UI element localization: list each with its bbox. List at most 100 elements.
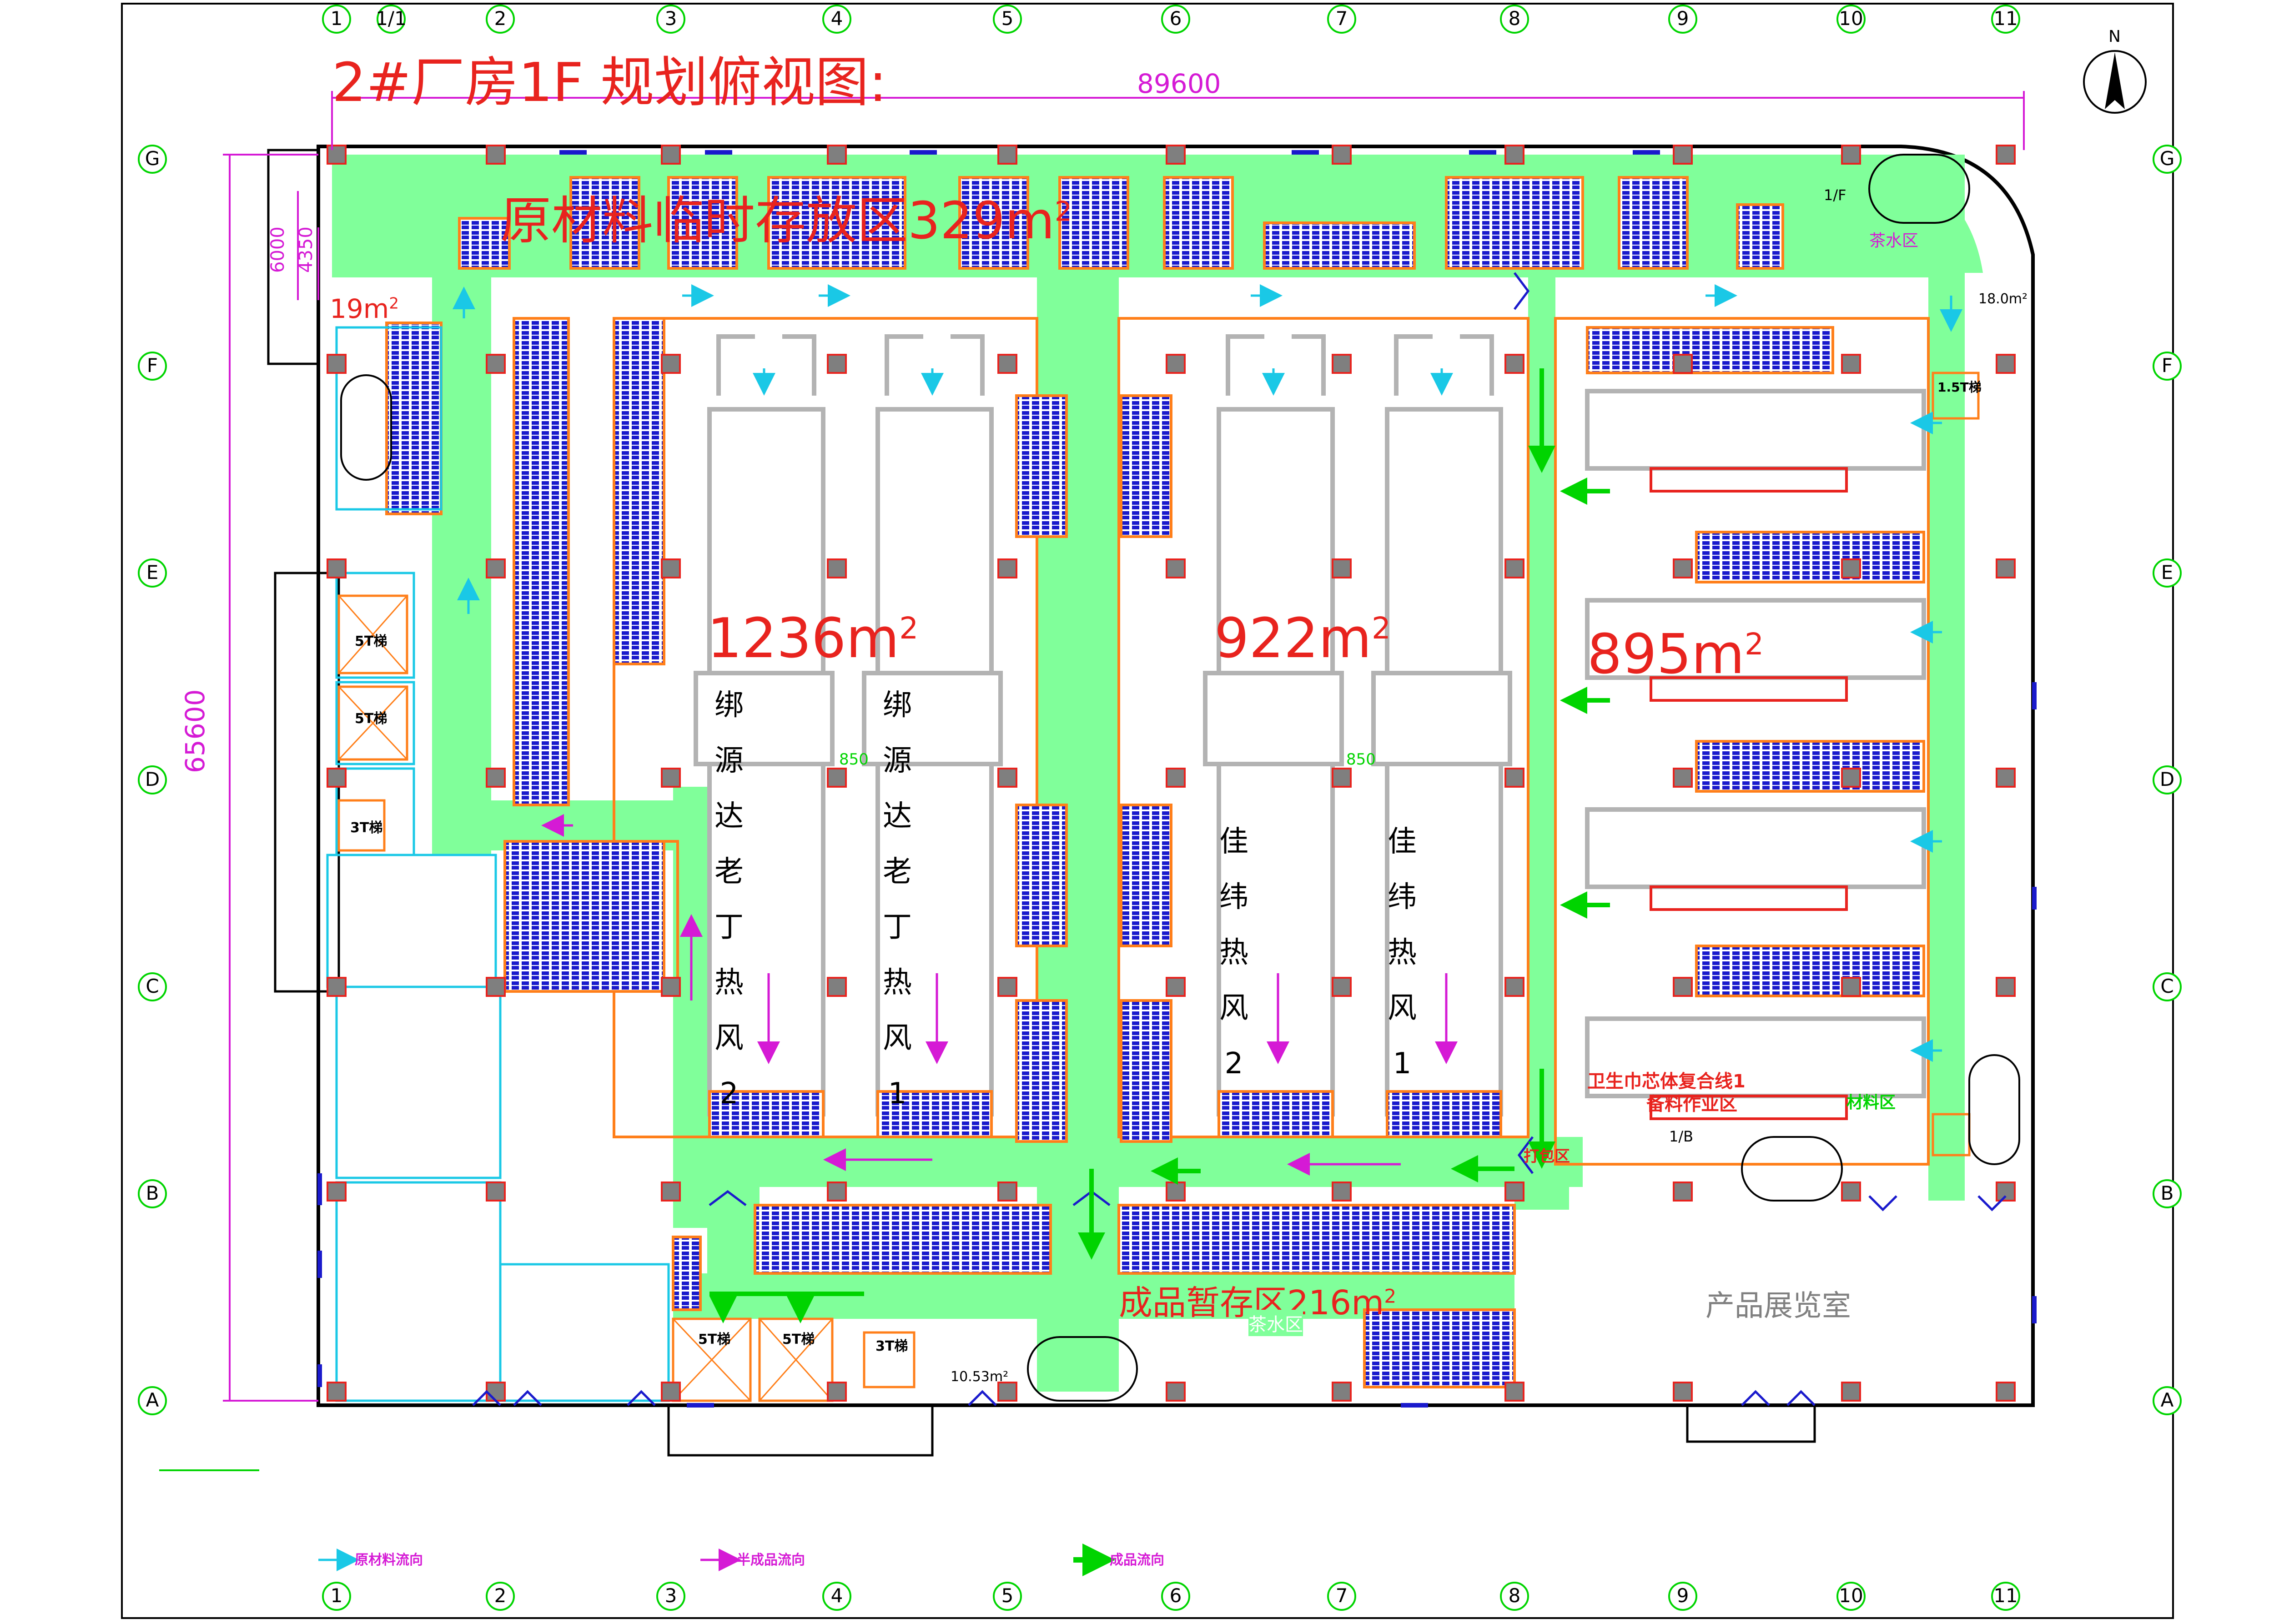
- grid-col-top-label: 3: [664, 7, 677, 30]
- grid-bubble: [138, 1386, 167, 1415]
- line-label: 卫生巾芯体复合线1: [1587, 1071, 1746, 1092]
- machine-label-1: 绑源达老丁热风2: [714, 689, 744, 1111]
- prep-area-label: 备料作业区: [1646, 1094, 1737, 1115]
- pillar: [1504, 1182, 1524, 1202]
- tea-area-label-2: 茶水区: [1248, 1310, 1303, 1336]
- grid-row-right-label: G: [2159, 147, 2175, 170]
- elevator-5t-3: 5T梯: [698, 1332, 731, 1347]
- grid-bubble: [2153, 145, 2182, 174]
- pillar: [1673, 768, 1693, 788]
- pillar: [1504, 977, 1524, 997]
- grid-bubble: [138, 765, 167, 794]
- pillar: [1504, 768, 1524, 788]
- grid-row-left-label: B: [146, 1182, 159, 1204]
- pillar: [997, 768, 1017, 788]
- pillar: [1166, 1182, 1186, 1202]
- machine-label-4: 佳纬热风1: [1388, 825, 1417, 1081]
- pillar: [327, 354, 347, 374]
- grid-col-bottom-label: 7: [1335, 1584, 1348, 1607]
- legend-semi: 半成品流向: [737, 1552, 805, 1568]
- pillar: [1673, 977, 1693, 997]
- area-1236: 1236m2: [707, 607, 919, 670]
- elevator-3t-1: 3T梯: [350, 820, 383, 836]
- grid-bubble: [656, 1582, 685, 1611]
- pillar: [1996, 354, 2016, 374]
- pillar: [1504, 558, 1524, 578]
- grid-bubble: [2153, 1179, 2182, 1208]
- left-service-rooms: [326, 326, 670, 1402]
- grid-row-left-label: F: [146, 354, 158, 377]
- grid-col-bottom-label: 9: [1676, 1584, 1689, 1607]
- pillar: [661, 1382, 681, 1402]
- dim-width: 89600: [1137, 68, 1221, 99]
- grid-row-right-label: E: [2161, 561, 2173, 583]
- grid-col-top-label: 8: [1508, 7, 1521, 30]
- pillar: [1332, 1382, 1352, 1402]
- pillar: [1332, 768, 1352, 788]
- grid-bubble: [993, 5, 1022, 34]
- grid-col-top-label: 6: [1169, 7, 1182, 30]
- legend-finished: 成品流向: [1110, 1552, 1164, 1568]
- semi-product-flow-arrows: [541, 814, 1458, 1176]
- pillar: [1673, 1182, 1693, 1202]
- pillar: [827, 1182, 847, 1202]
- grid-bubble: [822, 5, 851, 34]
- pillar: [486, 558, 506, 578]
- grid-bubble: [1327, 1582, 1356, 1611]
- pillar: [1332, 558, 1352, 578]
- north-label: N: [2108, 27, 2121, 46]
- pillar: [1166, 145, 1186, 165]
- bottom-right-entry: [1686, 1404, 1816, 1443]
- pillar: [1332, 354, 1352, 374]
- grid-bubble: [2153, 352, 2182, 381]
- pillar: [1332, 1182, 1352, 1202]
- storage-racks: [385, 176, 1925, 1388]
- pillar: [997, 1182, 1017, 1202]
- grid-bubble: [2153, 558, 2182, 588]
- grid-bubble: [993, 1582, 1022, 1611]
- drawing-frame: [121, 3, 2174, 1619]
- pillar: [1504, 145, 1524, 165]
- grid-col-top-label: 7: [1335, 7, 1348, 30]
- grid-col-top-label: 4: [830, 7, 843, 30]
- pillar: [486, 354, 506, 374]
- pillar: [661, 1182, 681, 1202]
- grid-bubble: [822, 1582, 851, 1611]
- pillar: [1841, 145, 1861, 165]
- pillar: [827, 1382, 847, 1402]
- finished-product-flow-arrows: [709, 368, 1610, 1323]
- building-outer-wall: [317, 145, 2035, 1407]
- floor-1b-label: 1/B: [1669, 1128, 1694, 1145]
- dimension-lines: [223, 91, 2025, 1402]
- structural-pillars: [327, 145, 2016, 1402]
- grid-row-left-label: D: [145, 768, 160, 790]
- pillar: [1673, 145, 1693, 165]
- grid-col-top-label: 10: [1839, 7, 1863, 30]
- grid-col-bottom-label: 4: [830, 1584, 843, 1607]
- grid-col-top-label: 9: [1676, 7, 1689, 30]
- pillar: [486, 1182, 506, 1202]
- dim-height: 65600: [180, 689, 211, 773]
- grid-row-right-label: C: [2160, 975, 2174, 997]
- pillar: [1673, 558, 1693, 578]
- grid-bubble: [138, 558, 167, 588]
- pillar: [661, 558, 681, 578]
- room-18-label: 18.0m²: [1978, 291, 2028, 307]
- grid-bubble: [2153, 1386, 2182, 1415]
- dim-4350: 4350: [296, 226, 317, 273]
- pillar: [661, 354, 681, 374]
- pillar: [827, 977, 847, 997]
- dim-850-right: 850: [1346, 750, 1376, 769]
- area-raw-material: 原材料临时存放区329m2: [500, 191, 1072, 251]
- tea-area-label-1: 茶水区: [1869, 231, 1919, 250]
- pillar: [827, 145, 847, 165]
- pillar: [1996, 145, 2016, 165]
- grid-row-left-label: C: [146, 975, 159, 997]
- pillar: [1504, 1382, 1524, 1402]
- grid-bubble: [1991, 1582, 2020, 1611]
- grid-bubble: [1668, 1582, 1697, 1611]
- grid-col-top-label: 5: [1001, 7, 1014, 30]
- showroom-label: 产品展览室: [1706, 1289, 1851, 1323]
- stairwells: [340, 154, 2020, 1402]
- grid-col-top-label: 1/1: [376, 7, 407, 30]
